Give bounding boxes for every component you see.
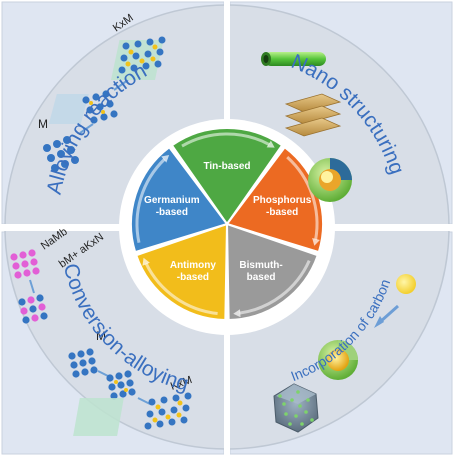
segment-arrow-0 bbox=[181, 132, 270, 148]
segment-arrow-head-2 bbox=[233, 309, 241, 318]
pie-label-line: based bbox=[247, 272, 276, 283]
arrow-icon bbox=[97, 370, 109, 377]
carbon-polyhedron-icon bbox=[273, 383, 319, 433]
pie-label-2: Bismuth-based bbox=[239, 260, 282, 283]
arrow-icon bbox=[29, 279, 35, 294]
arrow-icon bbox=[379, 304, 399, 324]
pie-segment-2 bbox=[225, 222, 320, 322]
segment-arrow-head-1 bbox=[312, 238, 320, 246]
arrow-icon bbox=[113, 79, 129, 91]
arrow-head-icon bbox=[374, 316, 384, 328]
pie-segment-4 bbox=[130, 145, 229, 254]
pie-segment-0 bbox=[170, 127, 284, 226]
label-m-conv: M bbox=[96, 329, 106, 343]
atom-grid-kxm-conv bbox=[73, 392, 192, 436]
label-m-alloy: M bbox=[38, 117, 48, 131]
pie-label-line: Tin-based bbox=[203, 161, 250, 172]
pie-label-0: Tin-based bbox=[203, 161, 250, 172]
atom-grid-m bbox=[43, 136, 79, 172]
central-pie: Tin-basedPhosphorus-basedBismuth-basedAn… bbox=[130, 127, 324, 322]
pie-label-line: Antimony bbox=[170, 260, 217, 271]
atom-grid-intermediate bbox=[48, 90, 118, 124]
carbon-coated-sphere-icon bbox=[318, 340, 358, 380]
segment-arrow-1 bbox=[286, 156, 319, 240]
atom-grid-intermediate-conv bbox=[106, 370, 136, 400]
segment-arrow-head-3 bbox=[142, 257, 150, 266]
core-shell-sphere-icon bbox=[308, 158, 352, 202]
particle-icon bbox=[396, 274, 416, 294]
segment-arrow-3 bbox=[144, 262, 218, 315]
pie-label-4: Germanium-based bbox=[144, 195, 200, 218]
pie-label-3: Antimony-based bbox=[170, 260, 217, 283]
pie-label-line: Germanium bbox=[144, 195, 200, 206]
atom-grid-kxm-alloy bbox=[110, 36, 166, 80]
segment-arrow-4 bbox=[135, 158, 166, 244]
pie-label-line: Phosphorus bbox=[253, 195, 312, 206]
pie-label-line: -based bbox=[266, 207, 298, 218]
pie-label-line: Bismuth- bbox=[239, 260, 282, 271]
nanotube-icon bbox=[261, 52, 326, 66]
pie-label-line: -based bbox=[177, 272, 209, 283]
nanosheet-icon bbox=[284, 93, 342, 137]
pie-segment-3 bbox=[134, 222, 229, 322]
arrow-icon bbox=[137, 397, 151, 405]
atom-grid-namb bbox=[10, 249, 40, 279]
atom-grid-converted bbox=[18, 294, 48, 324]
arrow-icon bbox=[79, 123, 94, 134]
atom-grid-m-conv bbox=[68, 348, 98, 378]
segment-arrow-2 bbox=[239, 259, 311, 315]
pie-label-line: -based bbox=[156, 207, 188, 218]
segment-arrow-head-0 bbox=[266, 140, 275, 148]
pie-label-1: Phosphorus-based bbox=[253, 195, 312, 218]
segment-arrow-head-4 bbox=[161, 155, 170, 163]
